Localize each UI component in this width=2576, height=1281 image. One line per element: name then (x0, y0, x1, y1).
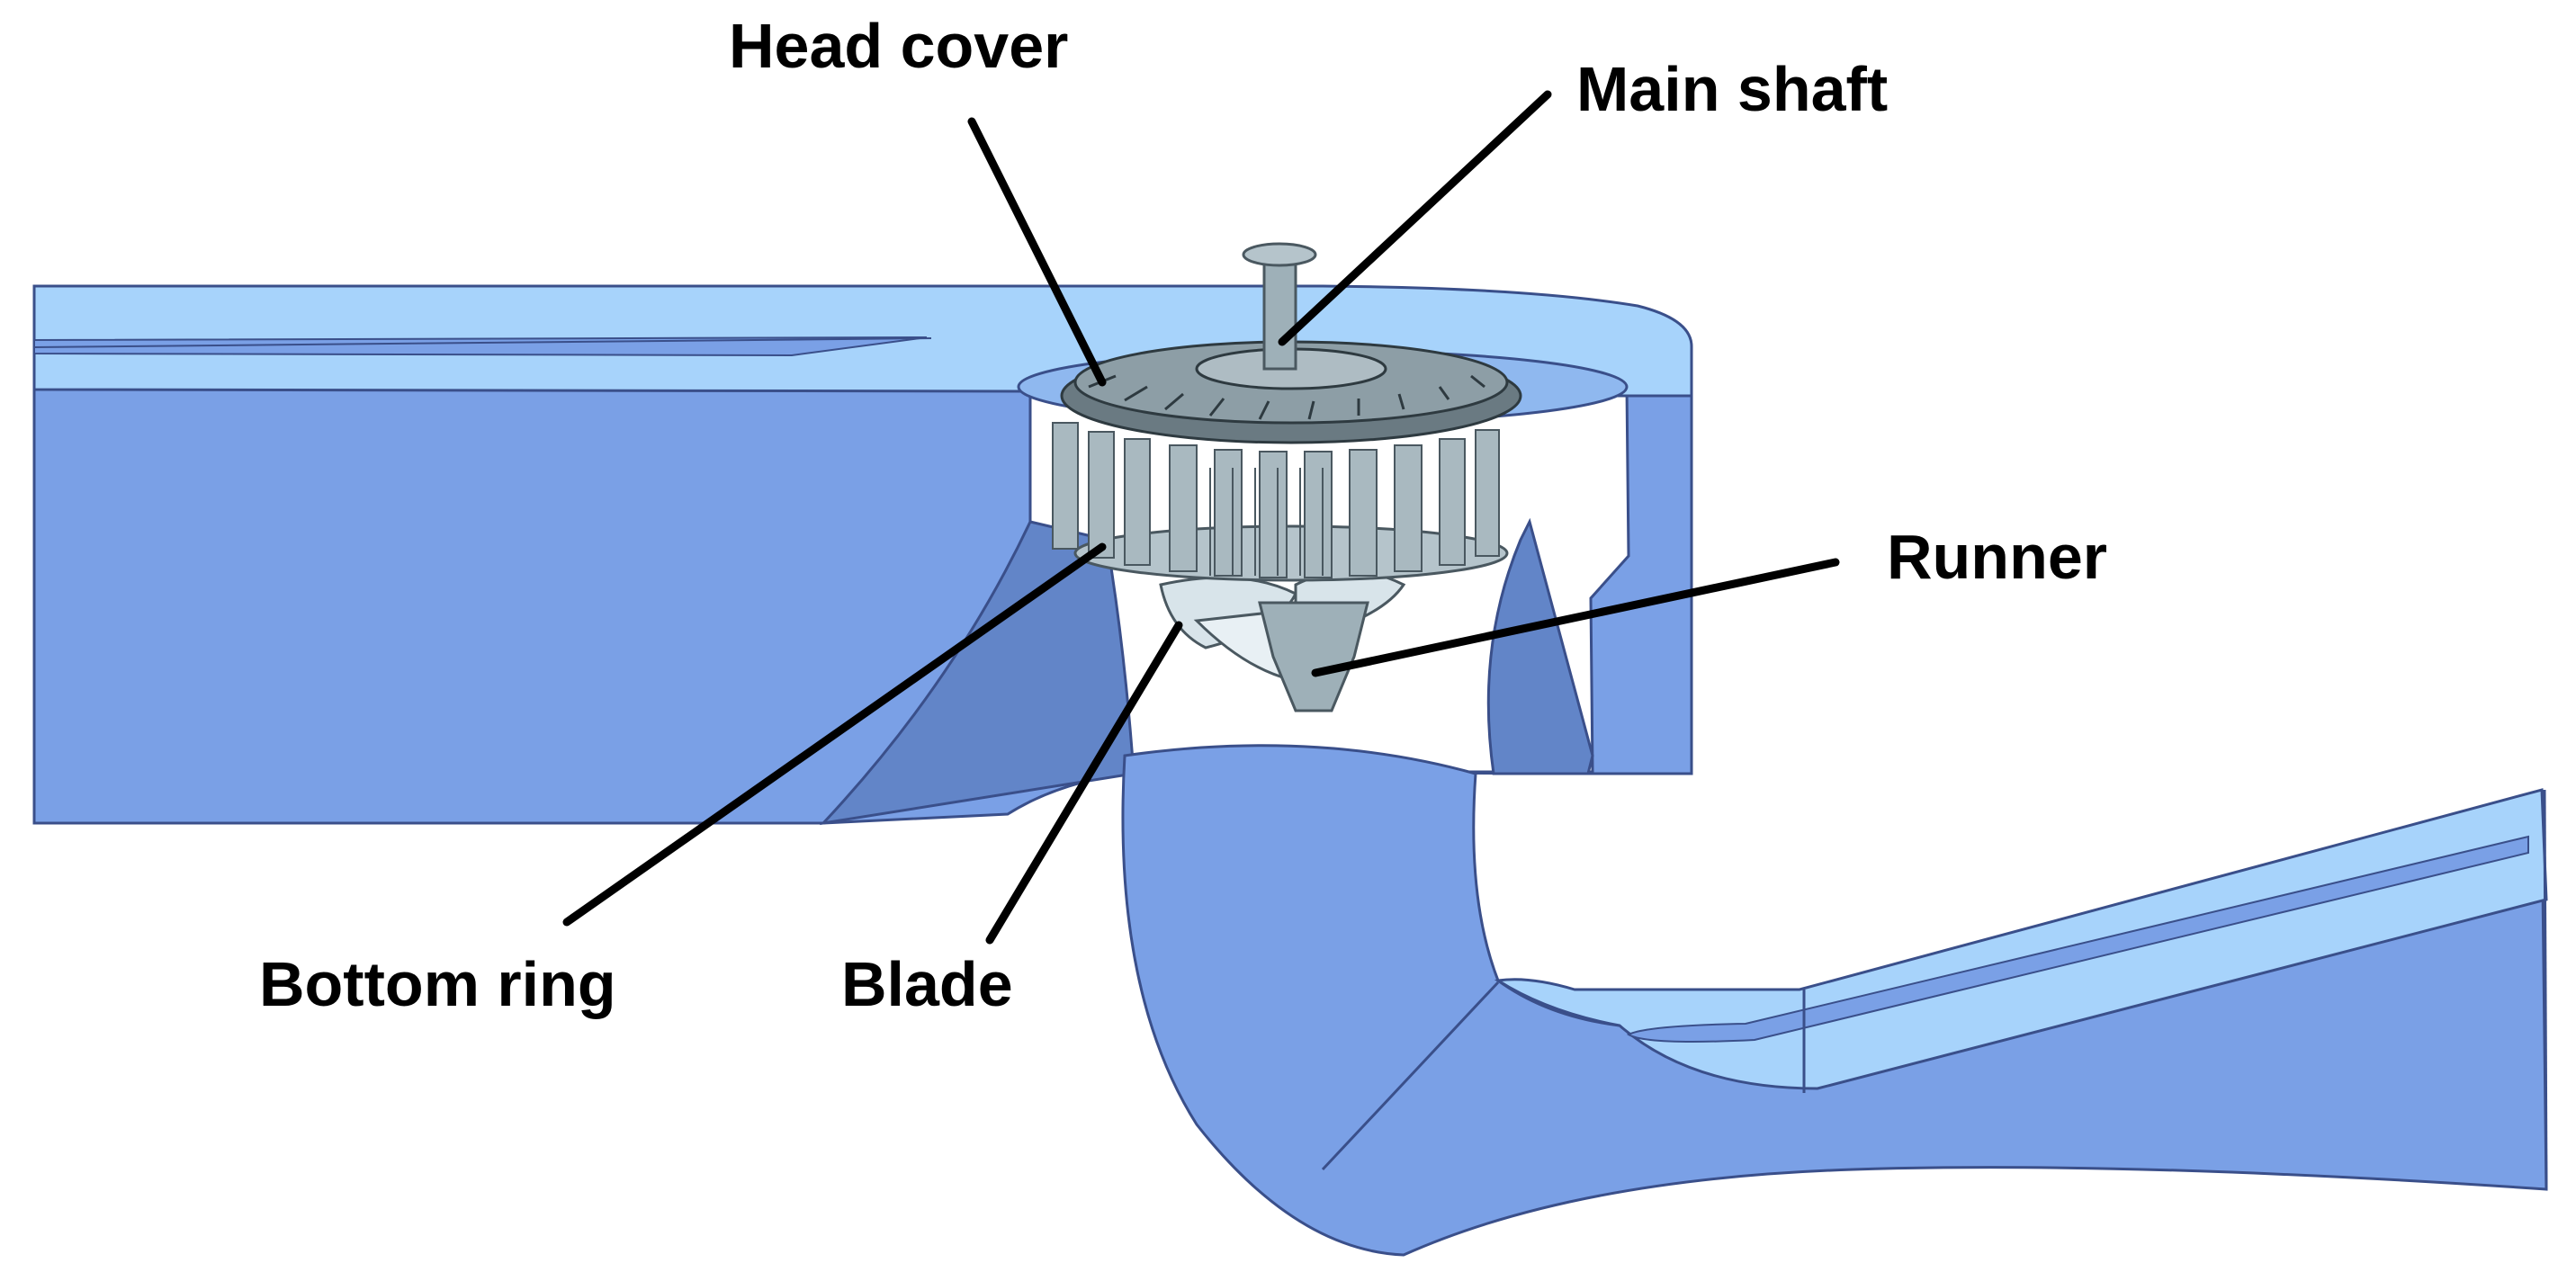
pit-wall-right (1486, 517, 1594, 775)
leader-lines (562, 90, 1840, 945)
leader-bottom-ring (562, 542, 1107, 927)
pit-wall-left (819, 520, 1135, 826)
main-shaft (1262, 255, 1297, 371)
draft-tube-slot (1626, 835, 2529, 1043)
label-head-cover: Head cover (729, 11, 1068, 81)
leader-main-shaft (1278, 90, 1552, 346)
intake-slot (33, 336, 928, 357)
leader-blade (985, 621, 1183, 945)
label-blade: Blade (841, 949, 1013, 1019)
leader-runner (1311, 558, 1840, 677)
label-bottom-ring: Bottom ring (259, 949, 616, 1019)
draft-tube-body (1121, 744, 2548, 1257)
leader-head-cover (967, 117, 1107, 387)
main-shaft-flange (1242, 242, 1317, 267)
callout-labels: Head cover Main shaft Runner Bottom ring… (259, 11, 2107, 1019)
guide-vanes (1052, 422, 1500, 578)
draft-tube-top (1494, 788, 2548, 1090)
label-main-shaft: Main shaft (1576, 54, 1888, 124)
runner-cage (1209, 468, 1324, 576)
turbine-assembly (1052, 242, 1522, 712)
runner-hub (1258, 601, 1369, 712)
intake-block (32, 284, 1693, 826)
draft-tube (1121, 744, 2548, 1257)
label-runner: Runner (1887, 522, 2107, 592)
